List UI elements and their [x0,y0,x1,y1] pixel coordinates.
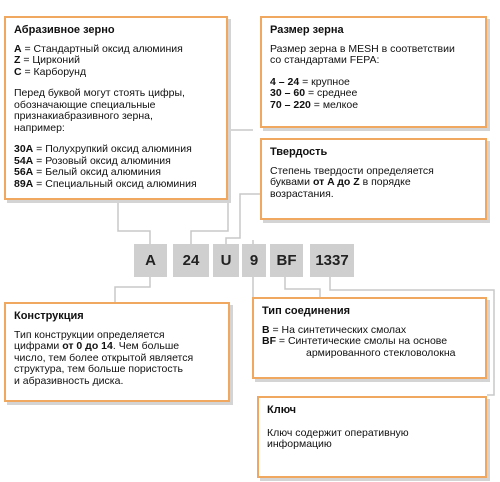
key-box: Ключ Ключ содержит оперативную информаци… [257,396,487,478]
code-cell-bond: BF [270,244,303,277]
construction-line: число, тем более открытой является [14,351,194,364]
hardness-box: Твердость Степень твердости определяется… [260,138,487,220]
hardness-title: Твердость [270,146,328,158]
abrasive-example-56a: 56A = Белый оксид алюминия [14,166,161,178]
abrasive-note-line: признакиабразивного зерна, [14,110,153,122]
key-title: Ключ [267,404,297,416]
hardness-line: буквами от A до Z в порядке [270,176,411,188]
abrasive-note-line: Перед буквой могут стоять цифры, [14,87,185,99]
bond-type-box: Тип соединения B = На синтетических смол… [252,297,487,379]
hardness-line: Степень твердости определяется [270,164,434,177]
key-line: Ключ содержит оперативную [267,426,409,439]
abrasive-example-89a: 89A = Специальный оксид алюминия [14,177,197,190]
code-cell-grain: A [134,244,167,277]
grain-size-fine: 70 – 220 = мелкое [270,98,359,111]
hardness-line: возрастания. [270,187,334,200]
abrasive-grain-box: Абразивное зерно A = Стандартный оксид а… [4,16,228,200]
abrasive-example-30a: 30A = Полухрупкий оксид алюминия [14,143,192,155]
code-cell-hardness: U [213,244,239,277]
grain-size-box: Размер зерна Размер зерна в MESH в соотв… [260,16,487,128]
abrasive-example-54a: 54A = Розовый оксид алюминия [14,154,171,167]
construction-line: цифрами от 0 до 14. Чем больше [14,340,180,352]
grain-size-desc-line: Размер зерна в MESH в соответствии [270,42,455,55]
bond-type-bf: BF = Синтетические смолы на основе [262,335,448,347]
code-cell-construction: 9 [242,244,266,277]
abrasive-note-line: например: [14,121,65,134]
grain-size-title: Размер зерна [270,24,344,36]
abrasive-type-a: A = Стандартный оксид алюминия [14,42,183,55]
code-cell-key: 1337 [310,244,354,277]
construction-title: Конструкция [14,310,84,322]
code-cell-size: 24 [173,244,209,277]
construction-line: и абразивность диска. [14,374,124,387]
bond-type-b: B = На синтетических смолах [262,323,407,336]
construction-line: Тип конструкции определяется [14,328,165,341]
abrasive-grain-title: Абразивное зерно [14,24,115,36]
construction-line: структура, тем больше пористость [14,363,183,375]
abrasive-type-c: C = Карборунд [14,65,87,78]
bond-type-bf-cont: армированного стекловолокна [306,346,456,359]
key-line: информацию [267,438,332,450]
grain-size-coarse: 4 – 24 = крупное [270,75,350,88]
abrasive-type-z: Z = Цирконий [14,54,80,66]
abrasive-note-line: обозначающие специальные [14,98,156,111]
construction-box: Конструкция Тип конструкции определяется… [4,302,230,402]
bond-type-title: Тип соединения [262,305,351,317]
grain-size-desc-line: со стандартами FEPA: [270,54,380,66]
grain-size-medium: 30 – 60 = среднее [270,87,358,99]
